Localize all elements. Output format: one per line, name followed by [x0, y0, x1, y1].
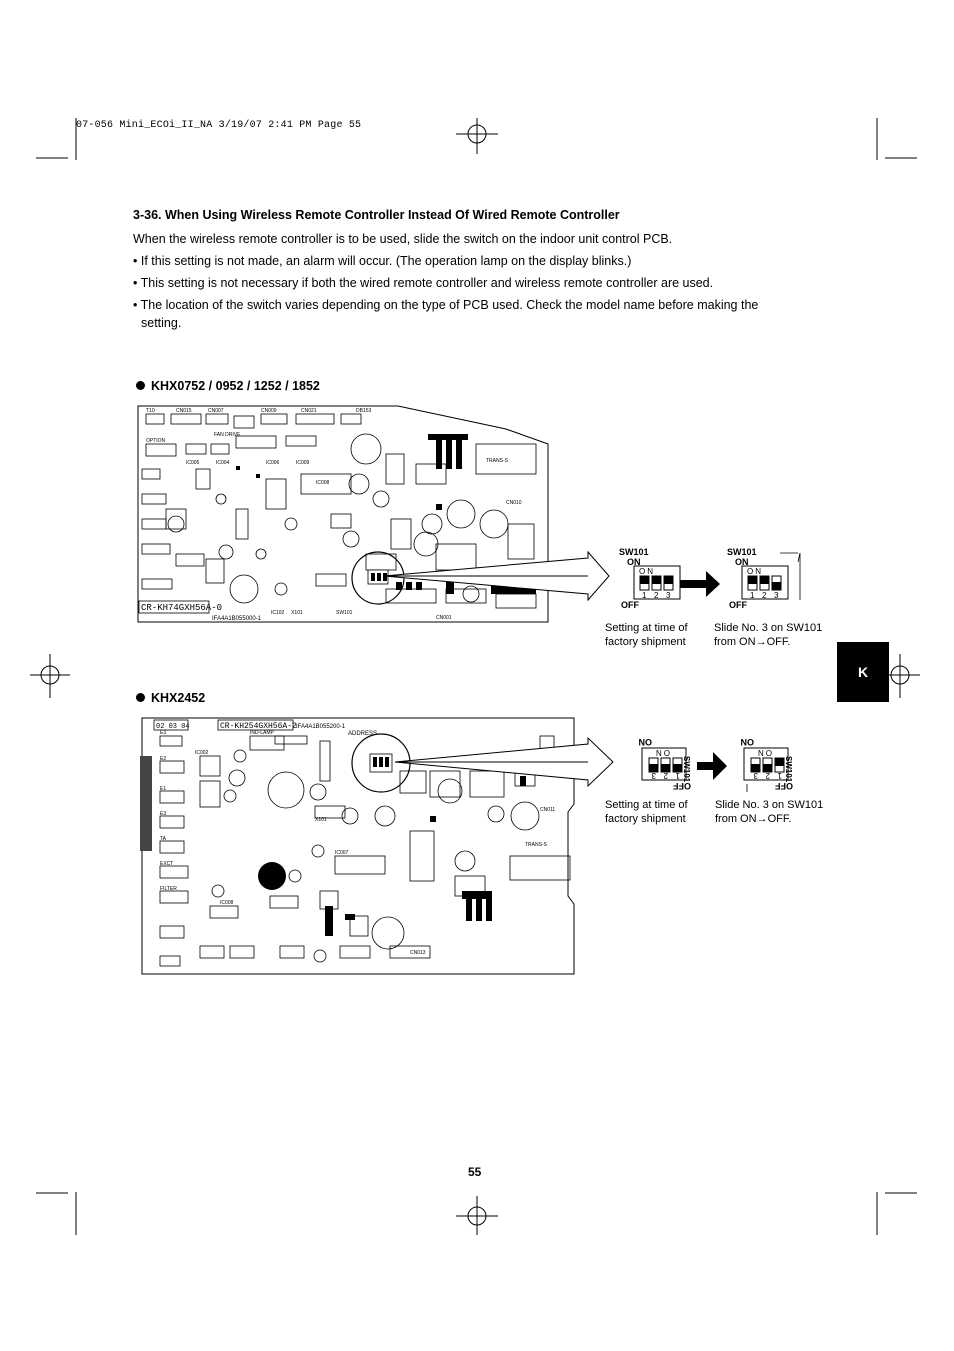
- arrow-right-icon: →: [756, 813, 768, 825]
- intro-text: When the wireless remote controller is t…: [133, 232, 673, 246]
- svg-text:IC006: IC006: [266, 460, 280, 466]
- svg-text:IC007: IC007: [335, 850, 349, 856]
- svg-text:IC009: IC009: [296, 460, 310, 466]
- section-title: 3-36. When Using Wireless Remote Control…: [133, 208, 620, 222]
- address-label: ADDRESS: [348, 731, 377, 737]
- pcb-part: IFA4A1B055000-1: [212, 616, 262, 622]
- svg-text:X101: X101: [291, 610, 303, 616]
- pcb-part: IFA4A1B055200-1: [296, 724, 346, 730]
- pcb-label: CR-KH254GXH56A-2: [220, 722, 297, 731]
- svg-text:E3: E3: [160, 811, 166, 817]
- svg-text:ON: ON: [747, 567, 763, 576]
- svg-text:ON: ON: [654, 748, 670, 757]
- caption-factory-2: Setting at time of factory shipment: [605, 799, 688, 825]
- svg-text:ON: ON: [756, 748, 772, 757]
- svg-text:FAN DRIVE: FAN DRIVE: [214, 432, 241, 438]
- svg-text:TA: TA: [160, 836, 167, 842]
- svg-text:SW101: SW101: [727, 547, 757, 557]
- svg-text:ON: ON: [741, 737, 755, 747]
- svg-text:2: 2: [765, 771, 770, 780]
- bullet-1: • If this setting is not made, an alarm …: [133, 254, 632, 268]
- svg-text:CN021: CN021: [301, 408, 317, 414]
- svg-text:CN011: CN011: [540, 807, 555, 813]
- sw101-changed-setting-2: OFF 1 2 3 ON ON SW101: [741, 737, 793, 792]
- svg-text:CN013: CN013: [410, 950, 426, 956]
- on-label: ON: [627, 557, 641, 567]
- off-label: OFF: [621, 600, 639, 610]
- svg-text:1: 1: [642, 591, 647, 600]
- bullet-dot-icon: [136, 381, 145, 390]
- sw-name: SW101: [619, 547, 649, 557]
- svg-text:OFF: OFF: [729, 600, 747, 610]
- svg-text:TRANS-S: TRANS-S: [486, 458, 509, 464]
- bullet-dot-icon: [136, 693, 145, 702]
- print-header: 07-056 Mini_ECOi_II_NA 3/19/07 2:41 PM P…: [76, 120, 362, 131]
- svg-text:OFF: OFF: [673, 781, 691, 791]
- sw101-factory-setting-1: SW101 ON ON 1 2 3 OFF: [619, 547, 681, 610]
- svg-text:CN007: CN007: [208, 408, 224, 414]
- sw101-changed-setting-1: SW101 ON ON 1 2 3 OFF: [727, 547, 789, 610]
- pcb-label: CR-KH74GXH56A-0: [141, 603, 222, 613]
- model-heading-1: KHX0752 / 0952 / 1252 / 1852: [136, 379, 320, 393]
- svg-text:OFF: OFF: [775, 781, 793, 791]
- svg-text:ON: ON: [639, 567, 655, 576]
- svg-text:FILTER: FILTER: [160, 886, 177, 892]
- callout-2: [395, 736, 727, 788]
- svg-text:ON: ON: [735, 557, 749, 567]
- bullet-3: • The location of the switch varies depe…: [133, 298, 759, 312]
- svg-text:3: 3: [666, 591, 671, 600]
- caption-change-2: Slide No. 3 on SW101 from ON→OFF.: [715, 799, 824, 825]
- svg-text:2: 2: [762, 591, 767, 600]
- svg-text:DB153: DB153: [356, 408, 372, 414]
- svg-text:TRANS-S: TRANS-S: [525, 842, 548, 848]
- svg-text:CN009: CN009: [261, 408, 277, 414]
- svg-text:1: 1: [777, 771, 782, 780]
- sw101-factory-setting-2: OFF 1 2 3 ON ON SW101: [639, 737, 692, 791]
- caption-factory-1: Setting at time of factory shipment: [605, 622, 688, 648]
- svg-text:CN001: CN001: [436, 615, 452, 621]
- svg-text:CN015: CN015: [176, 408, 192, 414]
- svg-text:SW101: SW101: [784, 756, 793, 783]
- caption-change-1: Slide No. 3 on SW101 from ON→OFF.: [714, 622, 823, 648]
- bullet-3-cont: setting.: [141, 316, 182, 330]
- svg-text:IND-LAMP: IND-LAMP: [250, 730, 275, 736]
- bullet-2: • This setting is not necessary if both …: [133, 276, 714, 290]
- svg-text:E1: E1: [160, 786, 166, 792]
- svg-text:X101: X101: [315, 817, 327, 823]
- svg-text:3: 3: [651, 771, 656, 780]
- arrow-right-icon: →: [755, 636, 767, 648]
- svg-text:E3: E3: [160, 730, 166, 736]
- svg-text:2: 2: [663, 771, 668, 780]
- svg-text:2: 2: [654, 591, 659, 600]
- svg-text:1: 1: [750, 591, 755, 600]
- pcb-code: 02 03 04: [156, 723, 190, 731]
- svg-text:3: 3: [774, 591, 779, 600]
- svg-text:EXCT: EXCT: [160, 861, 173, 867]
- callout-1: [383, 550, 801, 602]
- svg-text:IC004: IC004: [216, 460, 230, 466]
- svg-text:CN010: CN010: [506, 500, 522, 506]
- svg-text:E2: E2: [160, 756, 166, 762]
- svg-text:IC002: IC002: [195, 750, 209, 756]
- svg-text:IC102: IC102: [271, 610, 285, 616]
- page-number: 55: [468, 1165, 482, 1179]
- svg-text:SW101: SW101: [682, 756, 691, 783]
- model-heading-2: KHX2452: [136, 691, 205, 705]
- svg-text:IC008: IC008: [316, 480, 330, 486]
- svg-text:T10: T10: [146, 408, 155, 414]
- svg-text:3: 3: [753, 771, 758, 780]
- svg-text:IC008: IC008: [220, 900, 234, 906]
- section-tab: K: [837, 642, 889, 702]
- svg-text:IC005: IC005: [186, 460, 200, 466]
- model-label: KHX0752 / 0952 / 1252 / 1852: [151, 379, 320, 393]
- svg-text:ON: ON: [639, 737, 653, 747]
- svg-text:OPTION: OPTION: [146, 438, 166, 444]
- svg-text:1: 1: [675, 771, 680, 780]
- svg-text:SW101: SW101: [336, 610, 353, 616]
